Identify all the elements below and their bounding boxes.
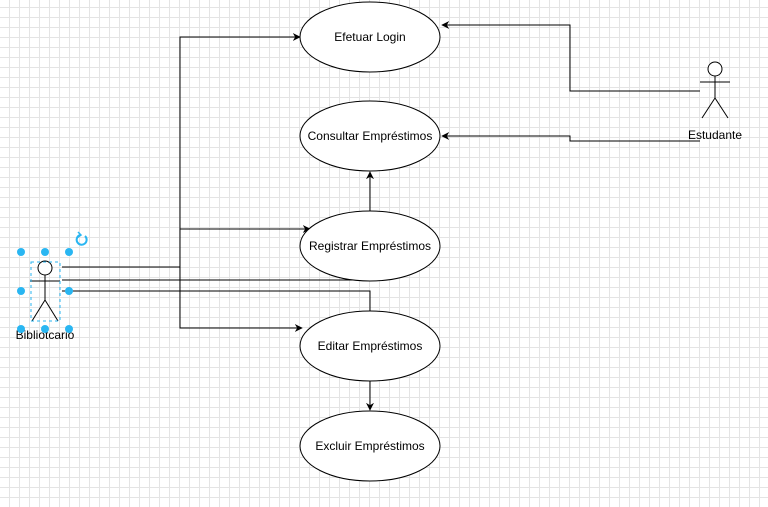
- usecase-excluir-label: Excluir Empréstimos: [315, 439, 424, 453]
- resize-handle-bottom-right[interactable]: [65, 325, 73, 333]
- usecase-registrar[interactable]: Registrar Empréstimos: [299, 210, 441, 282]
- edge-bibliotecario-registrar-bottom[interactable]: [62, 290, 371, 311]
- resize-handle-top-left[interactable]: [17, 248, 25, 256]
- usecase-excluir[interactable]: Excluir Empréstimos: [299, 410, 441, 482]
- actor-figure-icon: [30, 260, 60, 322]
- usecase-login-label: Efetuar Login: [334, 30, 405, 44]
- resize-handle-bottom[interactable]: [41, 325, 49, 333]
- resize-handle-right[interactable]: [65, 287, 73, 295]
- usecase-login[interactable]: Efetuar Login: [299, 1, 441, 73]
- resize-handle-bottom-left[interactable]: [17, 325, 25, 333]
- actor-bibliotecario-label: Bibliotcario: [16, 328, 75, 342]
- usecase-registrar-label: Registrar Empréstimos: [309, 239, 431, 253]
- resize-handle-top-right[interactable]: [65, 248, 73, 256]
- usecase-consultar-label: Consultar Empréstimos: [308, 129, 433, 143]
- actor-estudante-label: Estudante: [688, 128, 742, 142]
- edge-bibliotecario-login[interactable]: [62, 33, 301, 268]
- usecase-consultar[interactable]: Consultar Empréstimos: [299, 100, 441, 172]
- edge-estudante-login[interactable]: [441, 21, 700, 92]
- rotate-handle-icon[interactable]: [75, 231, 88, 246]
- usecase-editar[interactable]: Editar Empréstimos: [299, 310, 441, 382]
- resize-handle-left[interactable]: [17, 287, 25, 295]
- actor-bibliotecario[interactable]: [30, 260, 60, 322]
- actor-figure-icon: [700, 61, 730, 119]
- edge-bibliotecario-editar[interactable]: [179, 267, 303, 332]
- edge-estudante-consultar[interactable]: [441, 132, 700, 142]
- resize-handle-top[interactable]: [41, 248, 49, 256]
- usecase-editar-label: Editar Empréstimos: [318, 339, 423, 353]
- actor-estudante[interactable]: [700, 61, 730, 119]
- selection-box: [30, 261, 61, 322]
